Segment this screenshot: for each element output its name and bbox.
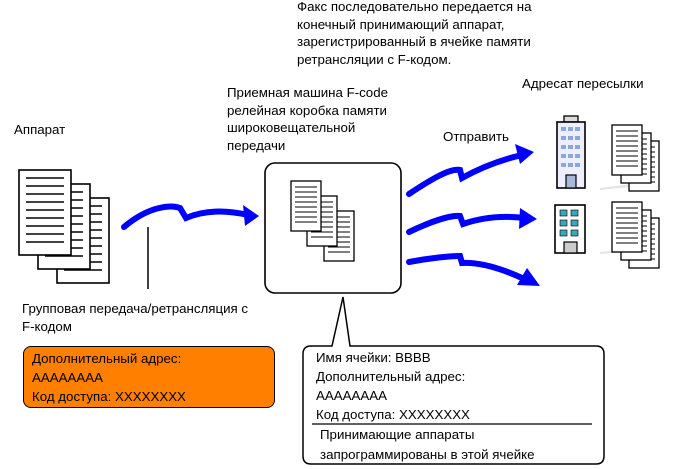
arrow-to-destination-2 [406, 212, 528, 235]
top-note-line: зарегистрированный в ячейке памяти [297, 34, 531, 49]
relay-box-info: Имя ячейки: BBBB Дополнительный адрес: A… [316, 348, 470, 424]
destination-label: Адресат пересылки [522, 76, 644, 91]
arrow-to-relay [121, 203, 251, 230]
arrow-heads [243, 144, 540, 286]
arrow-to-destination-1 [406, 152, 525, 197]
transmission-label-line: F-кодом [22, 318, 72, 334]
top-note-line: ретрансляции с F-кодом. [297, 51, 452, 67]
relay-label-line: передачи [227, 137, 286, 153]
relay-label-line: релейная коробка памяти [227, 102, 387, 118]
top-note-line: конечный принимающий аппарат, [297, 16, 505, 32]
relay-box-line: Дополнительный адрес: [316, 369, 466, 384]
relay-box-footer: Принимающие аппараты запрограммированы в… [320, 425, 535, 465]
device-label: Аппарат [14, 122, 66, 137]
document-stack-icon [18, 169, 110, 284]
send-label: Отправить [443, 129, 509, 144]
transmission-label-line: Групповая передача/ретрансляция с [22, 301, 249, 316]
sender-box-line: Дополнительный адрес: [32, 351, 182, 366]
destination-documents-icon-1 [611, 124, 660, 192]
top-note-line: Факс последовательно передается на [297, 0, 532, 14]
sender-box-line: AAAAAAAA [32, 370, 103, 385]
relay-box-line: Код доступа: XXXXXXXX [316, 407, 470, 422]
sender-info-box: Дополнительный адрес: AAAAAAAA Код досту… [23, 346, 275, 408]
relay-info-callout [302, 296, 605, 465]
transmission-label: Групповая передача/ретрансляция с F-кодо… [22, 300, 248, 335]
transmission-arrows [121, 152, 528, 281]
relay-box-footer-line: запрограммированы в этой ячейке [320, 447, 535, 462]
sender-box-line: Код доступа: XXXXXXXX [32, 389, 186, 404]
relay-label: Приемная машина F-code релейная коробка … [227, 84, 388, 154]
relay-box-line: AAAAAAAA [316, 388, 387, 403]
relay-box-footer-line: Принимающие аппараты [320, 427, 475, 442]
arrow-to-destination-3 [406, 252, 525, 281]
destination-documents-icon-2 [611, 201, 660, 269]
relay-label-line: Приемная машина F-code [227, 85, 388, 100]
top-note: Факс последовательно передается на конеч… [297, 0, 532, 68]
relay-label-line: широковещательной [227, 120, 356, 135]
relay-box-line: Имя ячейки: BBBB [316, 350, 431, 365]
